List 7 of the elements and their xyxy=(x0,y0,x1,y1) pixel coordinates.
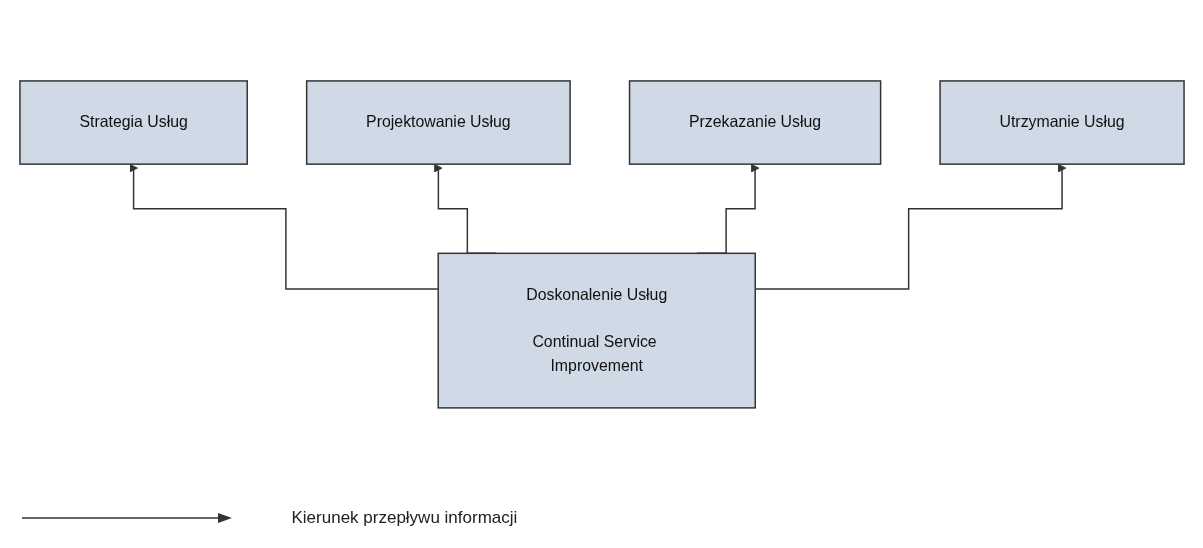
legend-text: Kierunek przepływu informacji xyxy=(291,508,518,528)
node-box: Przekazanie Usług xyxy=(628,79,881,165)
node-box: Strategia Usług xyxy=(18,79,248,165)
node-box: Utrzymanie Usług xyxy=(938,79,1185,165)
arrow xyxy=(754,163,1066,290)
node-box: Doskonalenie Usług Continual Service Improvement xyxy=(436,252,756,409)
node-box: Projektowanie Usług xyxy=(305,79,571,165)
